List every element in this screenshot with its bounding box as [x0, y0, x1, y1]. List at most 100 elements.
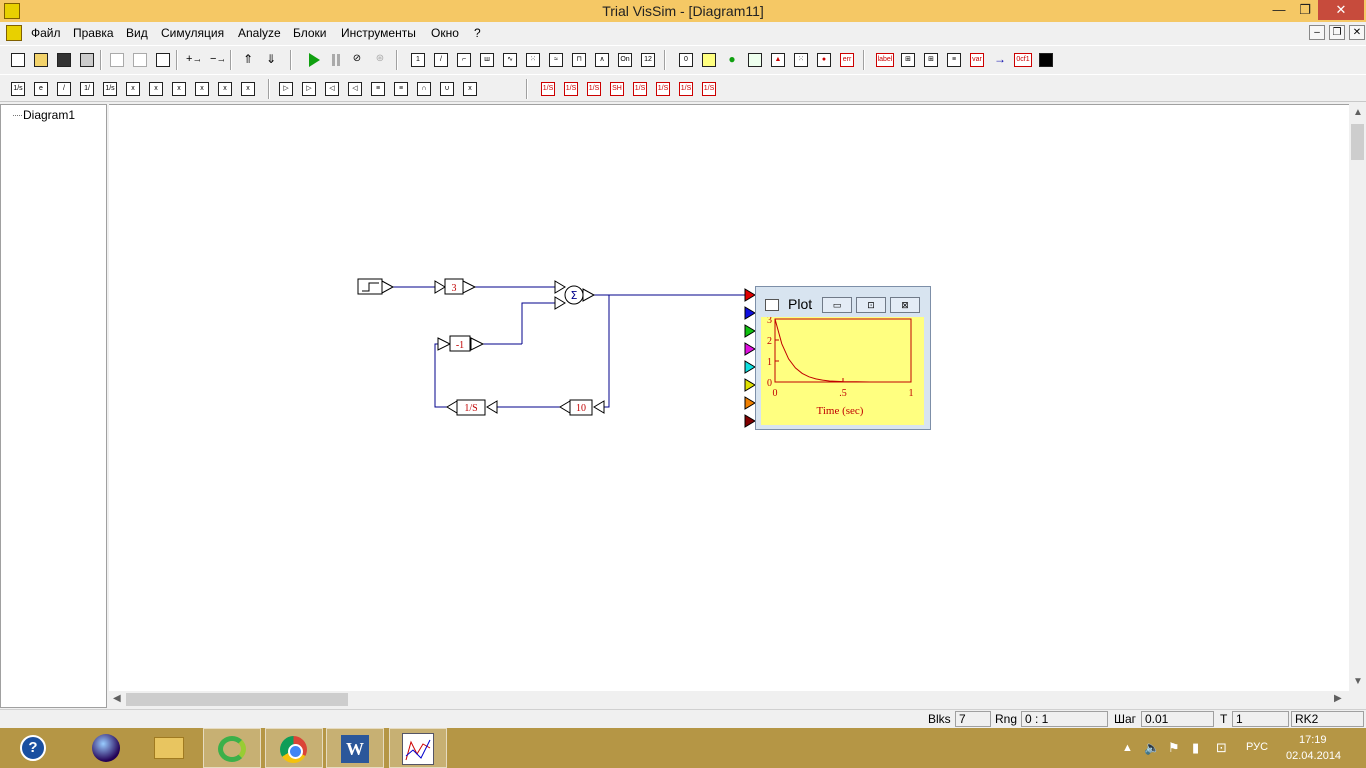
block-ramp-button[interactable]: /: [430, 49, 451, 70]
minimize-button[interactable]: —: [1272, 2, 1286, 17]
block-display-button[interactable]: 12: [637, 49, 658, 70]
gain-block-10[interactable]: 10: [559, 399, 605, 416]
close-button[interactable]: ✕: [1318, 0, 1364, 20]
plot-close-button[interactable]: ⊠: [890, 297, 920, 313]
scroll-left-icon[interactable]: ◀: [113, 693, 121, 704]
tray-battery-icon[interactable]: ▮: [1192, 740, 1200, 755]
block-c2-button[interactable]: 1/S: [583, 78, 604, 99]
block-a5-button[interactable]: x: [122, 78, 143, 99]
copy-button[interactable]: [129, 49, 150, 70]
block-a4-button[interactable]: 1/s: [99, 78, 120, 99]
block-c4-button[interactable]: 1/S: [629, 78, 650, 99]
block-const-button[interactable]: 1: [407, 49, 428, 70]
diagram-canvas[interactable]: 3 Σ -1 1/S: [109, 104, 1349, 691]
block-embed-button[interactable]: ⊞: [920, 49, 941, 70]
block-c5-button[interactable]: 1/S: [652, 78, 673, 99]
block-a9-button[interactable]: x: [214, 78, 235, 99]
menu-view[interactable]: Вид: [126, 26, 148, 40]
block-c1-button[interactable]: 1/S: [560, 78, 581, 99]
menu-blocks[interactable]: Блоки: [293, 26, 327, 40]
scroll-right-icon[interactable]: ▶: [1334, 693, 1342, 704]
block-b5-button[interactable]: ≡: [367, 78, 388, 99]
block-variable-button[interactable]: var: [966, 49, 987, 70]
tray-show-hidden-icon[interactable]: ▲: [1122, 742, 1133, 754]
horizontal-scroll-thumb[interactable]: [126, 693, 348, 706]
block-ocf-button[interactable]: 0cf1: [1012, 49, 1033, 70]
block-b1-button[interactable]: ▷: [275, 78, 296, 99]
block-plot-button[interactable]: [698, 49, 719, 70]
mdi-close-button[interactable]: ✕: [1349, 25, 1365, 40]
block-error-button[interactable]: err: [836, 49, 857, 70]
block-a8-button[interactable]: x: [191, 78, 212, 99]
plot-restore-button[interactable]: ⊡: [856, 297, 886, 313]
integrator-block[interactable]: 1/S: [446, 399, 498, 416]
reset-button[interactable]: ⊛: [369, 49, 390, 70]
title-bar[interactable]: Trial VisSim - [Diagram11] — ❐ ✕: [0, 0, 1366, 22]
block-a3-button[interactable]: 1/: [76, 78, 97, 99]
block-b2-button[interactable]: ▷: [298, 78, 319, 99]
plot-minimize-button[interactable]: ▭: [822, 297, 852, 313]
add-connector-button[interactable]: +→: [182, 49, 203, 70]
step-source-block[interactable]: [357, 278, 395, 295]
taskbar-media[interactable]: [80, 728, 138, 768]
block-histogram-button[interactable]: ▲: [767, 49, 788, 70]
vertical-scroll-thumb[interactable]: [1351, 124, 1364, 160]
pause-simulation-button[interactable]: [325, 49, 346, 70]
menu-analyze[interactable]: Analyze: [238, 26, 281, 40]
block-b9-button[interactable]: x: [459, 78, 480, 99]
block-noise-button[interactable]: ⁙: [522, 49, 543, 70]
block-b6-button[interactable]: ≡: [390, 78, 411, 99]
menu-simulation[interactable]: Симуляция: [161, 26, 225, 40]
block-b7-button[interactable]: ∩: [413, 78, 434, 99]
horizontal-scrollbar[interactable]: ◀ ▶: [109, 691, 1349, 708]
mdi-restore-button[interactable]: ❐: [1329, 25, 1345, 40]
block-sine-button[interactable]: ∿: [499, 49, 520, 70]
block-xy-plot-button[interactable]: [744, 49, 765, 70]
block-color-button[interactable]: [1035, 49, 1056, 70]
block-c0-button[interactable]: 1/S: [537, 78, 558, 99]
tray-date[interactable]: 02.04.2014: [1286, 750, 1342, 762]
move-down-button[interactable]: ⇓: [260, 49, 281, 70]
block-table-button[interactable]: ≡: [943, 49, 964, 70]
taskbar-chrome[interactable]: [265, 728, 323, 768]
remove-connector-button[interactable]: −→: [206, 49, 227, 70]
block-b3-button[interactable]: ◁: [321, 78, 342, 99]
menu-edit[interactable]: Правка: [73, 26, 114, 40]
block-stop-button[interactable]: ●: [813, 49, 834, 70]
menu-tools[interactable]: Инструменты: [341, 26, 416, 40]
block-pulse-button[interactable]: ш: [476, 49, 497, 70]
new-file-button[interactable]: [7, 49, 28, 70]
cut-button[interactable]: [106, 49, 127, 70]
tray-network-icon[interactable]: ⊡: [1216, 740, 1227, 755]
vertical-scrollbar[interactable]: ▲ ▼: [1349, 104, 1366, 691]
block-light-button[interactable]: ●: [721, 49, 742, 70]
menu-file[interactable]: Файл: [31, 26, 61, 40]
block-c3-button[interactable]: SH: [606, 78, 627, 99]
taskbar-explorer[interactable]: [142, 728, 200, 768]
paste-button[interactable]: [152, 49, 173, 70]
move-up-button[interactable]: ⇑: [237, 49, 258, 70]
tray-time[interactable]: 17:19: [1299, 734, 1327, 746]
block-c7-button[interactable]: 1/S: [698, 78, 719, 99]
summing-junction[interactable]: Σ: [554, 280, 596, 310]
scroll-up-icon[interactable]: ▲: [1353, 107, 1363, 118]
block-c6-button[interactable]: 1/S: [675, 78, 696, 99]
gain-block-3[interactable]: 3: [434, 278, 477, 295]
block-a6-button[interactable]: x: [145, 78, 166, 99]
block-a0-button[interactable]: 1/s: [7, 78, 28, 99]
menu-window[interactable]: Окно: [431, 26, 459, 40]
document-icon[interactable]: [6, 25, 22, 41]
block-compound-button[interactable]: ⊞: [897, 49, 918, 70]
taskbar-word[interactable]: W: [326, 728, 384, 768]
taskbar-green-app[interactable]: [203, 728, 261, 768]
block-label-button[interactable]: label: [874, 49, 895, 70]
block-a7-button[interactable]: x: [168, 78, 189, 99]
scroll-down-icon[interactable]: ▼: [1353, 676, 1363, 687]
block-a2-button[interactable]: /: [53, 78, 74, 99]
save-button[interactable]: [53, 49, 74, 70]
print-button[interactable]: [76, 49, 97, 70]
block-square-button[interactable]: ⊓: [568, 49, 589, 70]
block-b4-button[interactable]: ◁: [344, 78, 365, 99]
menu-help[interactable]: ?: [474, 26, 481, 40]
